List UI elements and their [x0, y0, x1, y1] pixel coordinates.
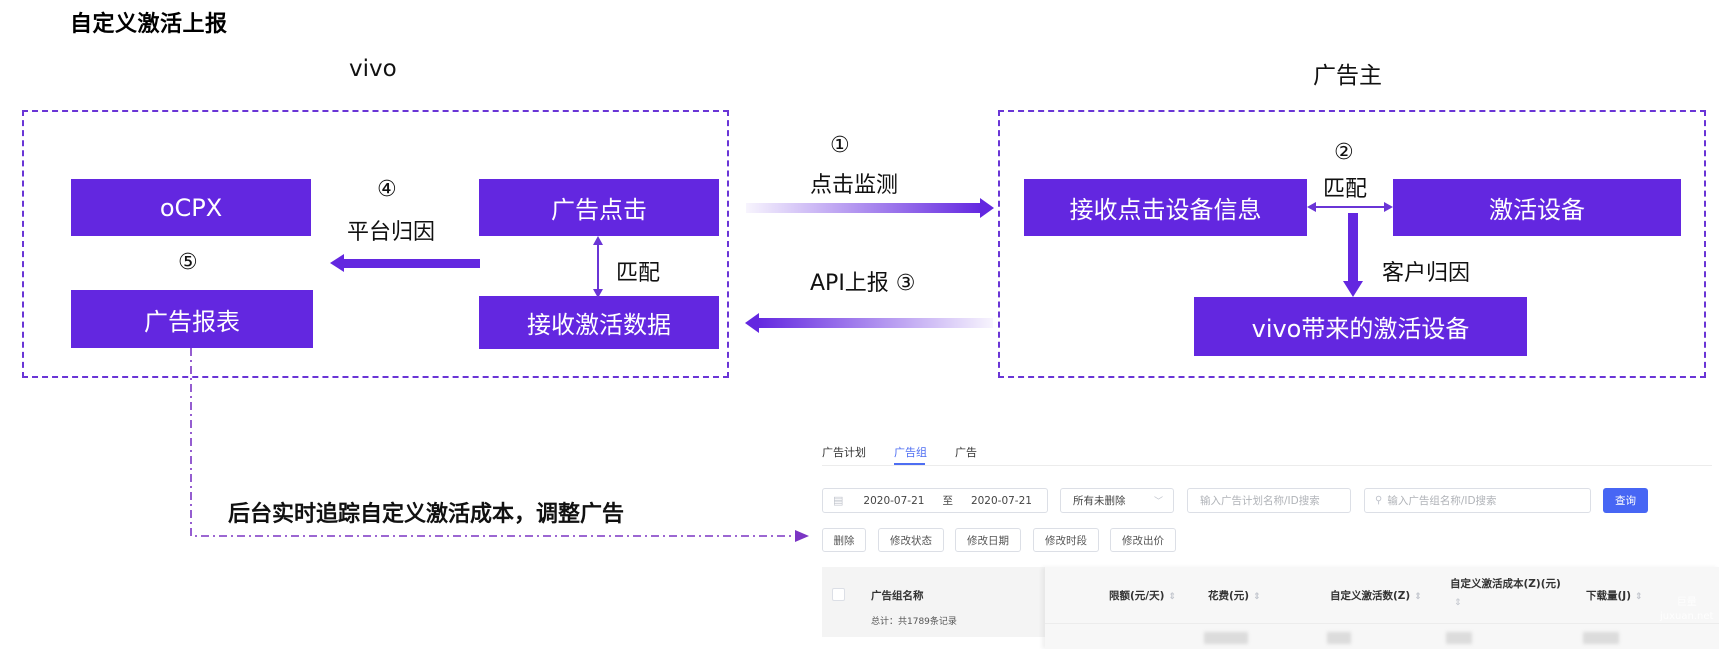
ad-click-box: 广告点击 [479, 179, 719, 236]
col-downloads[interactable]: 下载量(J)⇕ [1586, 588, 1643, 603]
sort-icon[interactable]: ⇕ [1454, 598, 1462, 608]
delete-button[interactable]: 删除 [822, 528, 866, 552]
step4-number: ④ [377, 177, 397, 202]
advertiser-label: 广告主 [1313, 63, 1382, 89]
col-custom-activations-label: 自定义激活数(Z) [1330, 590, 1411, 602]
vivo-label: vivo [349, 56, 397, 82]
platform-attribution-arrow-icon [330, 254, 480, 272]
plan-search-placeholder: 输入广告计划名称/ID搜索 [1200, 495, 1320, 507]
ocpx-box: oCPX [71, 179, 311, 236]
tab-ad-group[interactable]: 广告组 [894, 446, 927, 459]
header-divider [1045, 623, 1719, 624]
sort-icon[interactable]: ⇕ [1168, 592, 1176, 602]
match-double-arrow-icon [593, 236, 603, 298]
advertiser-container [998, 110, 1706, 378]
group-search-placeholder: 输入广告组名称/ID搜索 [1387, 495, 1497, 507]
api-report-label: API上报 ③ [810, 271, 916, 296]
col-downloads-label: 下载量(J) [1586, 590, 1632, 602]
vivo-match-label: 匹配 [616, 261, 661, 286]
col-custom-activations[interactable]: 自定义激活数(Z)⇕ [1330, 588, 1422, 603]
status-select-value: 所有未删除 [1073, 495, 1126, 507]
vivo-container [22, 110, 729, 378]
advertiser-match-arrow-icon [1307, 202, 1393, 212]
edit-status-button[interactable]: 修改状态 [878, 528, 944, 552]
watermark-line-2: juxuan.net [1660, 611, 1714, 622]
blurred-cell [1327, 632, 1351, 644]
step2-number: ② [1334, 140, 1354, 165]
step5-number: ⑤ [178, 250, 198, 275]
page-title: 自定义激活上报 [70, 12, 228, 37]
blurred-cell [1446, 632, 1472, 644]
col-ad-group-name[interactable]: 广告组名称 [871, 590, 924, 602]
col-custom-activation-cost[interactable]: 自定义激活成本(Z)(元) [1450, 576, 1561, 591]
status-select[interactable]: 所有未删除 ﹀ [1060, 488, 1174, 513]
date-start: 2020-07-21 [863, 494, 925, 507]
receive-click-info-box: 接收点击设备信息 [1024, 179, 1307, 236]
platform-attribution-label: 平台归因 [347, 220, 436, 245]
step1-number: ① [830, 133, 850, 158]
date-separator: 至 [942, 495, 953, 507]
report-connector-arrow-icon [190, 348, 809, 542]
blurred-cell [1583, 632, 1619, 644]
watermark: 巨量 juxuan.net [1660, 596, 1713, 624]
calendar-icon: ▤ [833, 494, 844, 507]
group-search-input[interactable]: ⚲ 输入广告组名称/ID搜索 [1364, 488, 1591, 513]
total-records: 总计：共1789条记录 [871, 617, 957, 627]
edit-date-button[interactable]: 修改日期 [955, 528, 1021, 552]
activate-device-box: 激活设备 [1393, 179, 1681, 236]
tabs-divider [822, 465, 1712, 466]
blurred-cell [1204, 632, 1248, 644]
col-daily-limit-label: 限额(元/天) [1109, 590, 1165, 602]
select-all-checkbox[interactable] [832, 588, 845, 601]
sort-icon[interactable]: ⇕ [1253, 592, 1261, 602]
edit-bid-button[interactable]: 修改出价 [1110, 528, 1176, 552]
plan-search-input[interactable]: 输入广告计划名称/ID搜索 [1187, 488, 1351, 513]
search-icon: ⚲ [1375, 495, 1383, 506]
chevron-down-icon: ﹀ [1153, 497, 1163, 507]
bottom-caption: 后台实时追踪自定义激活成本，调整广告 [228, 502, 625, 527]
tab-ad-plan[interactable]: 广告计划 [822, 446, 866, 459]
sort-icon[interactable]: ⇕ [1414, 592, 1422, 602]
col-spend[interactable]: 花费(元)⇕ [1208, 588, 1261, 603]
vivo-activations-box: vivo带来的激活设备 [1194, 297, 1527, 356]
col-custom-activation-cost-label: 自定义激活成本(Z)(元) [1450, 578, 1561, 590]
date-end: 2020-07-21 [970, 494, 1032, 507]
api-report-arrow-icon [745, 313, 993, 333]
click-monitor-label: 点击监测 [810, 173, 899, 198]
tab-ad[interactable]: 广告 [955, 446, 977, 459]
col-spend-label: 花费(元) [1208, 590, 1250, 602]
ad-report-box: 广告报表 [71, 290, 313, 348]
customer-attribution-arrow-icon [1343, 213, 1363, 297]
edit-timeslot-button[interactable]: 修改时段 [1033, 528, 1099, 552]
col-daily-limit[interactable]: 限额(元/天)⇕ [1109, 588, 1176, 603]
date-range-picker[interactable]: ▤ 2020-07-21 至 2020-07-21 [822, 488, 1048, 513]
watermark-line-1: 巨量 [1676, 597, 1697, 608]
active-tab-indicator [894, 463, 925, 465]
customer-attribution-label: 客户归因 [1382, 261, 1471, 286]
query-button[interactable]: 查询 [1603, 488, 1648, 513]
receive-activation-box: 接收激活数据 [479, 296, 719, 349]
click-monitor-arrow-icon [746, 198, 994, 218]
sort-icon[interactable]: ⇕ [1635, 592, 1643, 602]
advertiser-match-label: 匹配 [1323, 177, 1368, 202]
